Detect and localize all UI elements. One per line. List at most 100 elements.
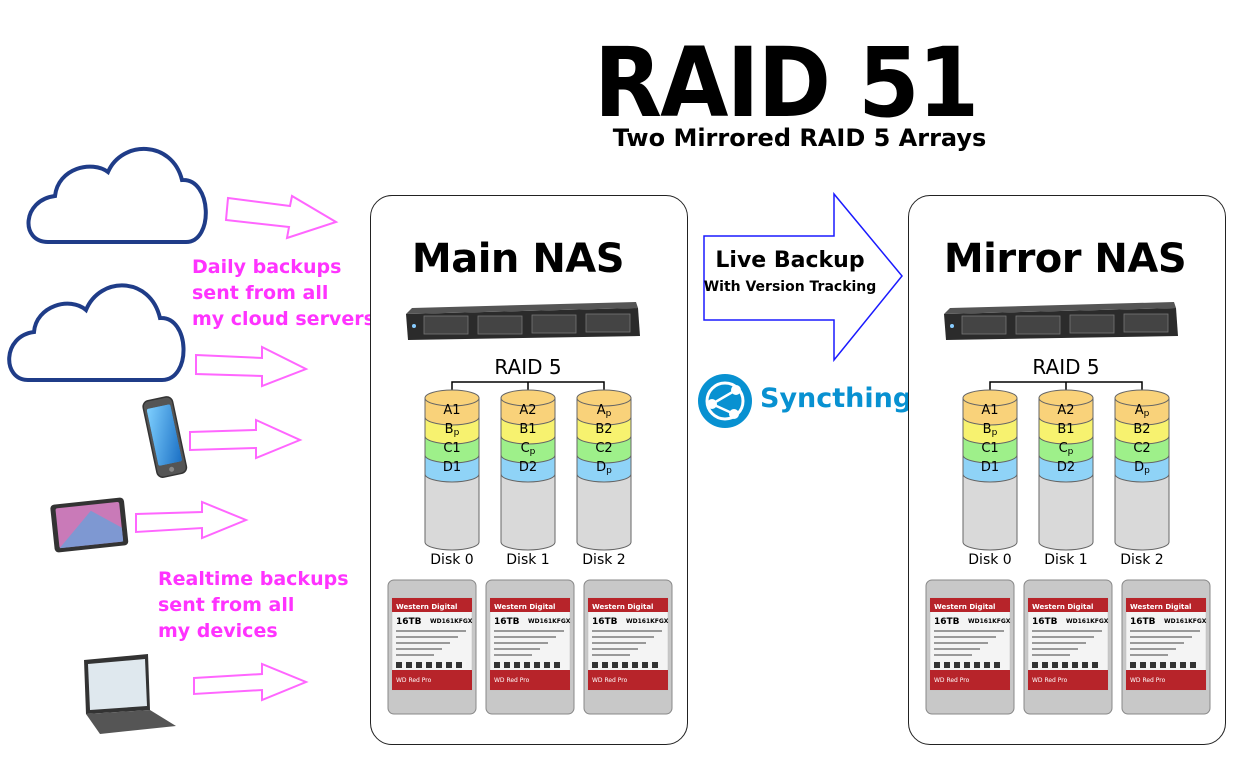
syncthing-logo-icon — [698, 374, 752, 428]
stripe-label: A1 — [981, 403, 998, 418]
page-title: RAID 51 — [593, 27, 979, 139]
stripe-label: C2 — [595, 441, 612, 456]
note-line: Daily backups — [192, 256, 342, 278]
disk-label: Disk 0 — [968, 552, 1011, 568]
svg-text:WD161KFGX: WD161KFGX — [968, 618, 1011, 625]
cloud-icon — [26, 147, 208, 244]
hard-drive-icon: Western Digital 16TB WD161KFGX WD Red Pro — [583, 579, 673, 715]
raid-connector — [451, 381, 605, 390]
hard-drive-icon: Western Digital 16TB WD161KFGX WD Red Pro — [1023, 579, 1113, 715]
syncthing-label: Syncthing — [760, 383, 913, 414]
svg-text:Western Digital: Western Digital — [592, 603, 653, 611]
source-arrow — [193, 662, 309, 702]
disk-label: Disk 2 — [1120, 552, 1163, 568]
source-arrow — [195, 345, 309, 388]
svg-text:Western Digital: Western Digital — [1032, 603, 1093, 611]
svg-text:WD Red Pro: WD Red Pro — [934, 677, 970, 684]
disk-body — [1114, 473, 1170, 551]
disk-top — [1114, 389, 1170, 407]
main-nas-title: Main NAS — [411, 236, 625, 282]
hard-drive-icon: Western Digital 16TB WD161KFGX WD Red Pro — [387, 579, 477, 715]
svg-text:Western Digital: Western Digital — [1130, 603, 1191, 611]
svg-text:WD161KFGX: WD161KFGX — [430, 618, 473, 625]
disk-body — [576, 473, 632, 551]
disk-top — [1038, 389, 1094, 407]
svg-text:Western Digital: Western Digital — [396, 603, 457, 611]
disk-body — [1038, 473, 1094, 551]
disk-label: Disk 1 — [1044, 552, 1087, 568]
stripe-label: C2 — [1133, 441, 1150, 456]
disk-body — [500, 473, 556, 551]
stripe-label: C1 — [443, 441, 460, 456]
server-icon — [944, 302, 1178, 340]
live-backup-title: Live Backup — [715, 248, 865, 273]
tablet-icon — [50, 497, 129, 553]
stripe-label: A2 — [1057, 403, 1074, 418]
page-subtitle: Two Mirrored RAID 5 Arrays — [612, 124, 987, 152]
svg-text:WD161KFGX: WD161KFGX — [528, 618, 571, 625]
svg-text:16TB: 16TB — [1130, 617, 1156, 627]
disk-label: Disk 1 — [506, 552, 549, 568]
live-backup-arrow — [703, 191, 903, 363]
svg-text:16TB: 16TB — [592, 617, 618, 627]
svg-text:WD161KFGX: WD161KFGX — [626, 618, 669, 625]
stripe-label: B2 — [595, 422, 612, 437]
note-line: my cloud servers — [192, 308, 375, 330]
svg-text:WD Red Pro: WD Red Pro — [494, 677, 530, 684]
svg-text:16TB: 16TB — [934, 617, 960, 627]
disk-label: Disk 2 — [582, 552, 625, 568]
svg-text:WD Red Pro: WD Red Pro — [396, 677, 432, 684]
stripe-label: D1 — [443, 460, 461, 475]
live-backup-subtitle: With Version Tracking — [703, 279, 877, 295]
svg-text:16TB: 16TB — [396, 617, 422, 627]
device-backup-note: Realtime backups sent from all my device… — [158, 566, 349, 644]
main-raid-label: RAID 5 — [494, 355, 562, 379]
stripe-label: D2 — [519, 460, 537, 475]
phone-icon — [142, 396, 188, 478]
note-line: my devices — [158, 620, 278, 642]
disk-top — [962, 389, 1018, 407]
disk-body — [962, 473, 1018, 551]
svg-text:16TB: 16TB — [1032, 617, 1058, 627]
note-line: sent from all — [192, 282, 329, 304]
raid-connector — [989, 381, 1143, 390]
disk-top — [424, 389, 480, 407]
cloud-icon — [7, 283, 186, 382]
disk-top — [576, 389, 632, 407]
svg-text:WD Red Pro: WD Red Pro — [592, 677, 628, 684]
svg-text:WD Red Pro: WD Red Pro — [1032, 677, 1068, 684]
source-arrow — [189, 418, 303, 460]
laptop-icon — [84, 654, 176, 734]
source-arrow — [135, 500, 249, 540]
stripe-label: D2 — [1057, 460, 1075, 475]
svg-text:WD161KFGX: WD161KFGX — [1164, 618, 1207, 625]
stripe-label: B1 — [519, 422, 536, 437]
note-line: Realtime backups — [158, 568, 349, 590]
mirror-raid-label: RAID 5 — [1032, 355, 1100, 379]
stripe-label: C1 — [981, 441, 998, 456]
stripe-label: A2 — [519, 403, 536, 418]
source-arrow — [224, 194, 339, 240]
sources-panel — [7, 147, 339, 734]
server-icon — [406, 302, 640, 340]
disk-body — [424, 473, 480, 551]
svg-text:WD Red Pro: WD Red Pro — [1130, 677, 1166, 684]
disk-label: Disk 0 — [430, 552, 473, 568]
disk-top — [500, 389, 556, 407]
note-line: sent from all — [158, 594, 295, 616]
svg-text:WD161KFGX: WD161KFGX — [1066, 618, 1109, 625]
stripe-label: A1 — [443, 403, 460, 418]
svg-text:16TB: 16TB — [494, 617, 520, 627]
stripe-label: B1 — [1057, 422, 1074, 437]
